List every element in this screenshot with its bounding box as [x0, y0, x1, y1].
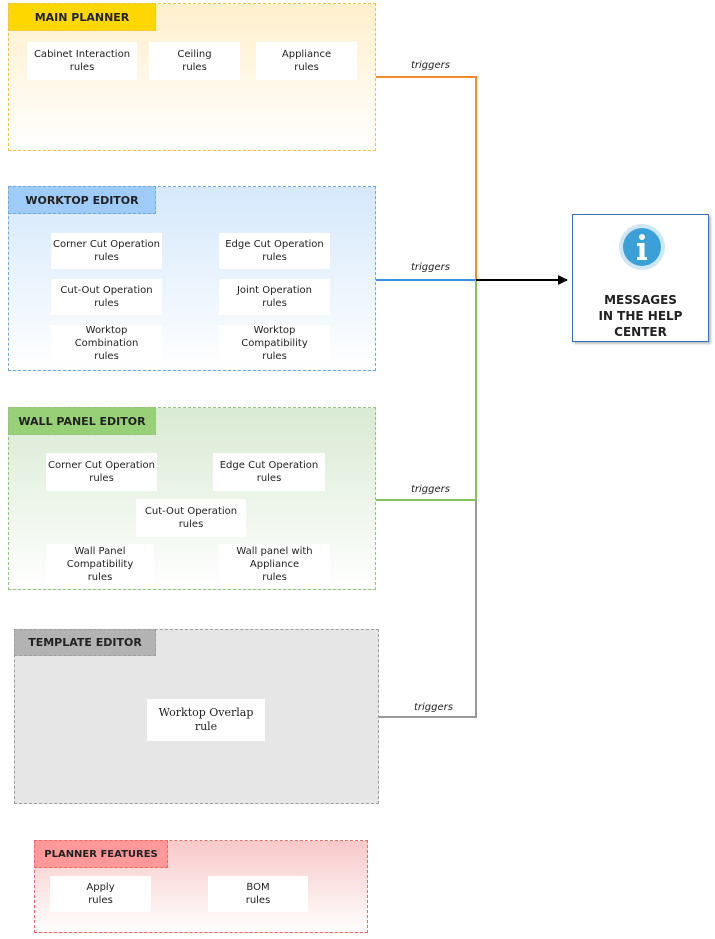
wall-panel-cut-out-rules: Cut-Out Operation rules: [136, 499, 246, 537]
help-center-messages-label: MESSAGES IN THE HELP CENTER: [598, 293, 683, 339]
worktop-edge-cut-rules: Edge Cut Operation rules: [219, 233, 330, 269]
wall-panel-editor-header: WALL PANEL EDITOR: [8, 407, 156, 435]
wall-panel-editor-trigger-label: triggers: [411, 484, 450, 495]
help-center-messages-box: MESSAGES IN THE HELP CENTER: [572, 214, 709, 342]
main-planner-header: MAIN PLANNER: [8, 3, 156, 31]
wall-panel-edge-cut-rules: Edge Cut Operation rules: [213, 453, 325, 491]
template-editor-trigger-label: triggers: [414, 702, 453, 713]
worktop-combination-rules: Worktop Combination rules: [51, 325, 162, 361]
appliance-rules: Appliance rules: [256, 42, 357, 80]
worktop-joint-rules: Joint Operation rules: [219, 279, 330, 315]
cabinet-interaction-rules: Cabinet Interaction rules: [27, 42, 137, 80]
worktop-editor-trigger-label: triggers: [411, 262, 450, 273]
worktop-overlap-rule: Worktop Overlap rule: [147, 699, 265, 741]
info-icon: [619, 224, 665, 270]
worktop-compatibility-rules: Worktop Compatibility rules: [219, 325, 330, 361]
worktop-editor-header: WORKTOP EDITOR: [8, 186, 156, 214]
main-planner-connector: [376, 76, 477, 280]
main-planner-trigger-label: triggers: [411, 60, 450, 71]
worktop-cut-out-rules: Cut-Out Operation rules: [51, 279, 162, 315]
bom-rules: BOM rules: [208, 876, 308, 912]
planner-features-header: PLANNER FEATURES: [34, 840, 168, 868]
wall-panel-corner-cut-rules: Corner Cut Operation rules: [46, 453, 157, 491]
ceiling-rules: Ceiling rules: [149, 42, 240, 80]
worktop-corner-cut-rules: Corner Cut Operation rules: [51, 233, 162, 269]
wall-panel-editor-connector: [376, 280, 477, 501]
template-editor-header: TEMPLATE EDITOR: [14, 629, 156, 656]
wall-panel-appliance-rules: Wall panel with Appliance rules: [219, 544, 330, 584]
template-editor-connector: [379, 500, 477, 718]
apply-rules: Apply rules: [50, 876, 151, 912]
wall-panel-compatibility-rules: Wall Panel Compatibility rules: [46, 544, 154, 584]
